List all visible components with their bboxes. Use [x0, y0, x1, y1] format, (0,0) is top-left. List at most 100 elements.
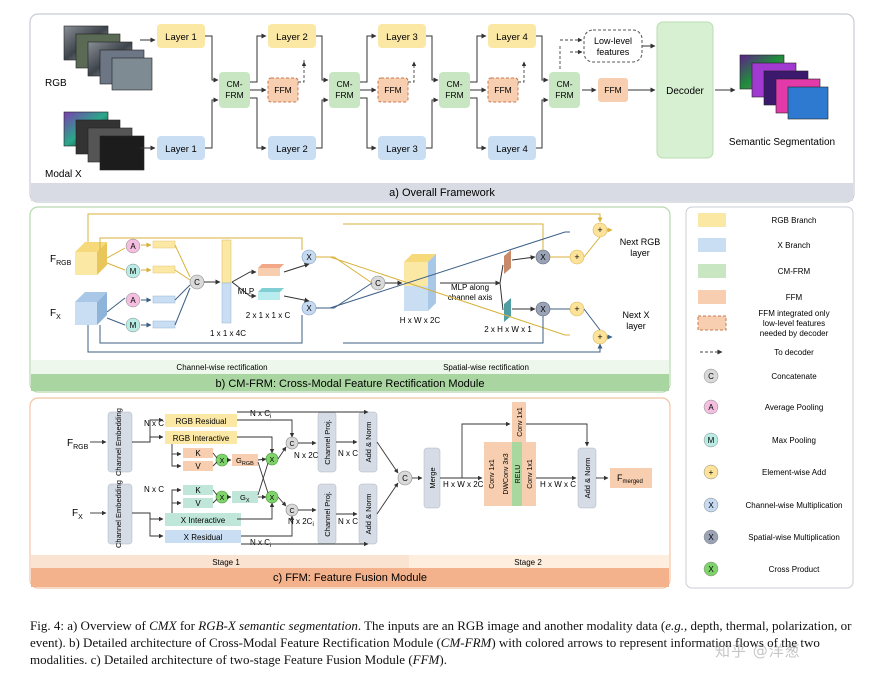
- cm-frm-label-a-3: CM-: [446, 79, 462, 89]
- nxc-x: N x C: [144, 485, 164, 494]
- layer-top-label-2: Layer 2: [276, 32, 308, 43]
- x-interactive-bar: [165, 513, 241, 526]
- mlp-channel-line2: channel axis: [448, 293, 492, 302]
- add-glyph-x-1: +: [574, 304, 579, 314]
- cm-frm-label-a-2: CM-: [336, 79, 352, 89]
- legend-item-9-swatch: [703, 432, 719, 448]
- add-norm-rgb-label: Add & Norm: [364, 422, 373, 463]
- ffm-block-2: [377, 77, 409, 103]
- decoder-label: Decoder: [666, 86, 704, 97]
- panel-b-strip: [31, 374, 669, 391]
- caption-ffm: FFM: [412, 652, 440, 667]
- pooled-x-max-bar: [152, 320, 176, 329]
- legend-item-8-swatch: [703, 399, 719, 415]
- nxc-rgb: N x C: [144, 419, 164, 428]
- input-rgb-label: RGB: [45, 78, 67, 89]
- panel-overall-framework: a) Overall Framework RGB Modal X Layer 1…: [29, 13, 855, 203]
- mlp-label: MLP: [238, 287, 254, 296]
- max-pool-x-circle: [125, 317, 141, 333]
- panel-b-title: b) CM-FRM: Cross-Modal Feature Rectifica…: [216, 378, 485, 390]
- panel-a-arrows: [140, 33, 736, 151]
- caption-task: RGB-X semantic segmentation: [198, 618, 358, 633]
- ffm-label-1: FFM: [274, 85, 291, 95]
- legend-item-4-label: FFM: [786, 293, 803, 302]
- legend-item-3-swatch: [698, 264, 726, 278]
- figure-canvas: a) Overall Framework RGB Modal X Layer 1…: [29, 13, 855, 589]
- g-rgb-box: [232, 454, 258, 466]
- relu-label: RELU: [515, 465, 522, 484]
- max-pool-x-glyph: M: [130, 321, 137, 330]
- layer-top-3: [378, 24, 426, 48]
- legend-item-10-label: Element-wise Add: [762, 468, 826, 477]
- add-glyph-x-2: +: [597, 332, 602, 342]
- k-rgb: [183, 448, 213, 458]
- channel-proj-x-label: Channel Proj.: [323, 491, 332, 536]
- x-residual-label: X Residual: [184, 533, 223, 542]
- ffm-label-3: FFM: [494, 85, 511, 95]
- legend-item-12-glyph: X: [708, 533, 714, 542]
- x-residual-bar: [165, 530, 241, 543]
- nxci-rgb: N x Ci: [250, 409, 271, 420]
- legend-item-12-swatch: [703, 529, 719, 545]
- spatial-mult-glyph-x: X: [540, 305, 546, 314]
- stage1-label: Stage 1: [212, 558, 240, 567]
- k-rgb-label: K: [195, 449, 201, 458]
- legend-item-11-label: Channel-wise Multiplication: [746, 501, 843, 510]
- legend-item-7-swatch: [703, 368, 719, 384]
- nxc-rgb-2: N x C: [338, 449, 358, 458]
- next-rgb-line1: Next RGB: [620, 237, 661, 247]
- layer-bottom-label-4: Layer 4: [496, 144, 528, 155]
- panel-a-dashed-arrows: [298, 37, 583, 83]
- panel-b-x-flows: [87, 231, 613, 353]
- ffm-block-3: [487, 77, 519, 103]
- legend-item-13-swatch: [703, 561, 719, 577]
- panel-a-strip: [31, 183, 853, 201]
- cm-frm-label-b-1: FRM: [225, 90, 243, 100]
- f-rgb-cube: [75, 242, 107, 275]
- g-rgb-label: GRGB: [236, 456, 254, 467]
- panel-b-neutral-flows: [204, 255, 536, 312]
- legend-item-7-label: Concatenate: [771, 372, 817, 381]
- cm-frm-block-3: [439, 72, 470, 108]
- pooled-x-avg-bar: [152, 295, 176, 304]
- cm-frm-block-4: [549, 72, 580, 108]
- f-merged-label: Fmerged: [617, 473, 643, 485]
- layer-bottom-label-3: Layer 3: [386, 144, 418, 155]
- ffm-block-1: [267, 77, 299, 103]
- legend-item-3-label: CM-FRM: [778, 267, 811, 276]
- legend-item-6-label: To decoder: [774, 348, 814, 357]
- layer-bottom-1: [157, 136, 205, 160]
- layer-top-4: [488, 24, 536, 48]
- legend-item-9-label: Max Pooling: [772, 436, 816, 445]
- v-rgb: [183, 461, 213, 471]
- cross-product-x-glyph: X: [220, 495, 225, 502]
- dim-2x1x1xc: 2 x 1 x 1 x C: [246, 311, 291, 320]
- layer-top-1: [157, 24, 205, 48]
- cross-product-x-2-glyph: X: [270, 495, 275, 502]
- legend-item-2-label: X Branch: [778, 241, 811, 250]
- cm-frm-label-b-4: FRM: [555, 90, 573, 100]
- panel-a-title: a) Overall Framework: [389, 187, 495, 199]
- legend-item-11-swatch: [703, 497, 719, 513]
- channel-embedding-rgb-label: Channel Embedding: [114, 408, 123, 476]
- add-norm-stage2-label: Add & Norm: [583, 458, 592, 499]
- concat-c1-glyph: C: [289, 441, 294, 448]
- legend-item-8-label: Average Pooling: [765, 403, 824, 412]
- legend-item-4-swatch: [698, 290, 726, 304]
- k-x-label: K: [195, 486, 201, 495]
- next-rgb-line2: layer: [630, 248, 650, 258]
- low-level-features-box: [583, 29, 643, 63]
- dim-1x1x4c: 1 x 1 x 4C: [210, 329, 246, 338]
- hxwxc-label: H x W x C: [540, 480, 576, 489]
- f-rgb-label-c: FRGB: [67, 438, 89, 451]
- layer-bottom-2: [268, 136, 316, 160]
- legend-item-7-glyph: C: [708, 372, 714, 381]
- legend-item-9-glyph: M: [708, 436, 715, 445]
- mlp-channel-line1: MLP along: [451, 283, 489, 292]
- panel-c-strip: [31, 568, 669, 587]
- caption-cmfrm: CM-FRM: [440, 635, 492, 650]
- panel-cm-frm: b) CM-FRM: Cross-Modal Feature Rectifica…: [29, 206, 671, 393]
- max-pool-rgb-glyph: M: [130, 267, 137, 276]
- f-x-label-c: FX: [72, 508, 83, 521]
